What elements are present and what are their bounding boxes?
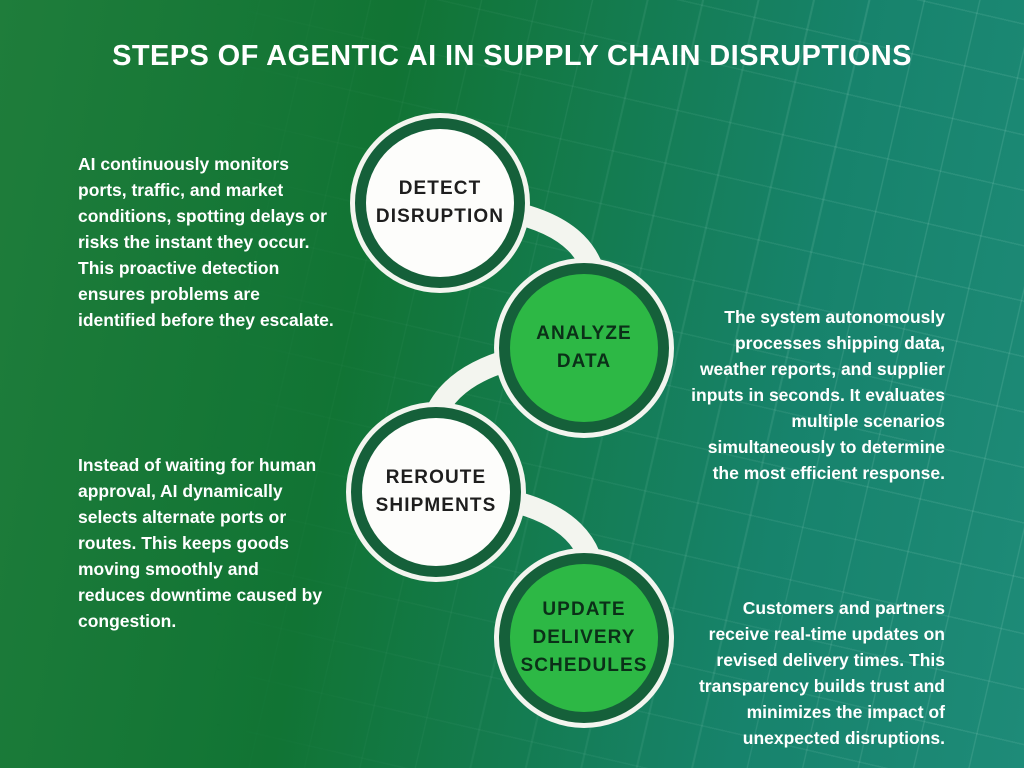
step-label-line: ANALYZE xyxy=(536,323,632,344)
description-update-delivery-schedules: Customers and partners receive real-time… xyxy=(698,597,945,748)
step-circle-label: ANALYZE DATA xyxy=(510,274,658,422)
step-label-line: DETECT xyxy=(398,178,482,199)
step-label-line: DELIVERY xyxy=(532,627,636,648)
page-title: STEPS OF AGENTIC AI IN SUPPLY CHAIN DISR… xyxy=(112,40,912,72)
step-circle-label: DETECT DISRUPTION xyxy=(366,129,514,277)
step-circle-analyze-data: ANALYZE DATA xyxy=(494,258,674,438)
step-circle-update-delivery-schedules: UPDATE DELIVERY SCHEDULES xyxy=(494,548,674,728)
step-circle-label: UPDATE DELIVERY SCHEDULES xyxy=(510,564,658,712)
step-circle-reroute-shipments: REROUTE SHIPMENTS xyxy=(346,402,526,582)
step-circle-detect-disruption: DETECT DISRUPTION xyxy=(350,113,530,293)
step-label-line: REROUTE xyxy=(385,467,487,488)
description-detect-disruption: AI continuously monitors ports, traffic,… xyxy=(78,153,334,330)
step-label-line: DISRUPTION xyxy=(375,206,505,227)
step-label-line: DATA xyxy=(556,351,612,372)
description-reroute-shipments: Instead of waiting for human approval, A… xyxy=(78,454,323,631)
description-analyze-data: The system autonomously processes shippi… xyxy=(691,306,945,483)
step-label-line: SHIPMENTS xyxy=(375,495,497,516)
step-label-line: SCHEDULES xyxy=(520,655,648,676)
step-circle-label: REROUTE SHIPMENTS xyxy=(362,418,510,566)
step-label-line: UPDATE xyxy=(542,599,626,620)
